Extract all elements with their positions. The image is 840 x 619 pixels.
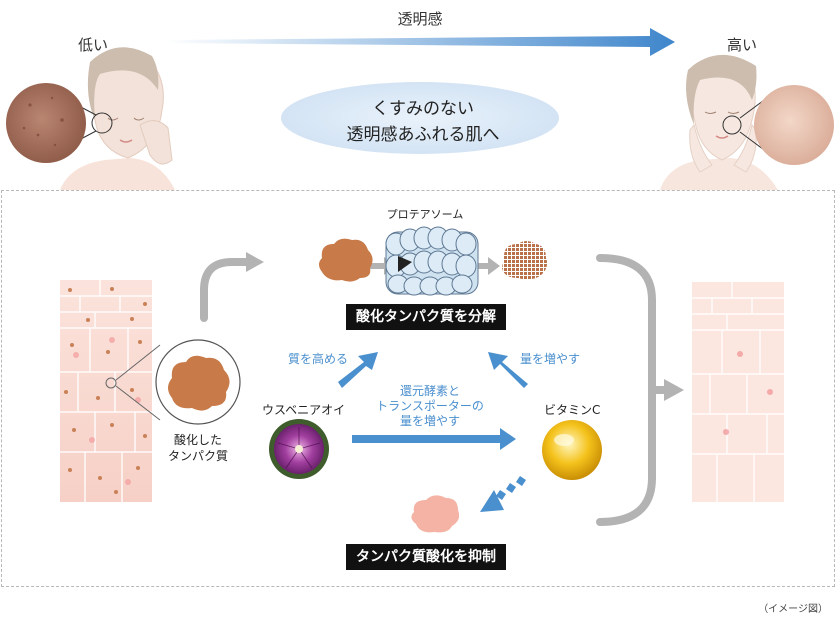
oxidized-line-2: タンパク質 — [167, 449, 228, 463]
transport-label: 還元酵素と トランスポーターの 量を増やす — [370, 384, 490, 429]
healthy-protein-blob — [411, 495, 460, 533]
oxidized-protein-label: 酸化した タンパク質 — [162, 432, 234, 464]
dashed-blue-arrow — [480, 476, 526, 512]
high-label: 高い — [727, 36, 758, 54]
proteasome-label: プロテアソーム — [386, 208, 464, 221]
suppress-label: タンパク質酸化を抑制 — [346, 544, 506, 570]
decompose-label: 酸化タンパク質を分解 — [346, 304, 506, 330]
transparency-title: 透明感 — [397, 10, 443, 28]
proteasome-illustration — [385, 226, 479, 296]
oxidized-protein-blob — [168, 355, 230, 411]
cloud-message: くすみのない 透明感あふれる肌へ — [288, 96, 558, 148]
image-note: （イメージ図） — [758, 604, 828, 615]
dull-skin-closeup — [6, 83, 86, 163]
vitamin-c-sphere — [542, 420, 602, 480]
degraded-protein — [502, 241, 548, 280]
face-dull-illustration — [60, 47, 175, 190]
quality-up-label: 質を高める — [288, 352, 349, 366]
cloud-line-1: くすみのない — [372, 99, 474, 119]
plant-label: ウスベニアオイ — [262, 403, 346, 417]
zoom-spot-left — [91, 112, 113, 134]
protein-before-proteasome — [319, 238, 373, 282]
low-label: 低い — [78, 36, 109, 54]
transport-line-2: トランスポーターの — [376, 399, 484, 413]
transparency-arrow — [165, 28, 675, 56]
blue-arrows — [338, 352, 528, 450]
vitamin-label: ビタミンC — [544, 403, 601, 417]
transport-line-3: 量を増やす — [399, 414, 460, 428]
oxidized-line-1: 酸化した — [173, 433, 222, 447]
bright-skin-closeup — [754, 85, 834, 165]
zoom-spot-right — [722, 115, 742, 135]
cloud-ellipse — [281, 82, 559, 154]
transport-line-1: 還元酵素と — [399, 384, 460, 398]
cloud-line-2: 透明感あふれる肌へ — [346, 125, 500, 145]
face-bright-illustration — [660, 54, 778, 190]
mallow-flower-image — [269, 419, 329, 479]
skin-cells-before — [60, 280, 152, 502]
amount-up-label: 量を増やす — [520, 352, 581, 366]
skin-cells-after — [692, 282, 784, 502]
